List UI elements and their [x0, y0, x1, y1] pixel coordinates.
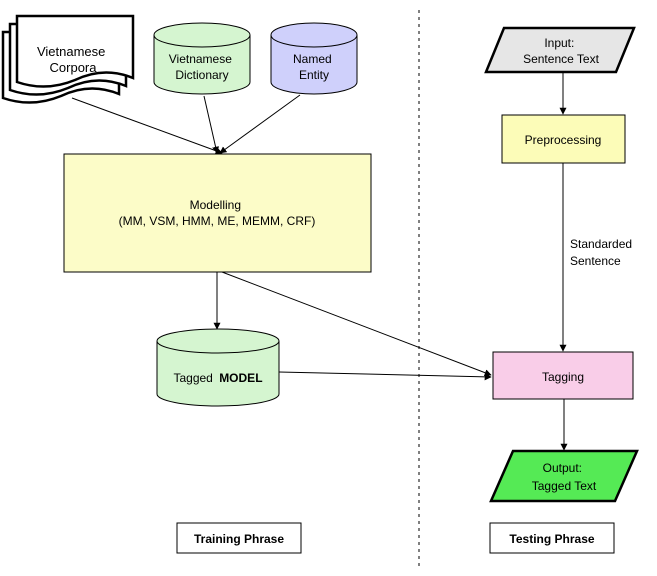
edge-modelling-to-tagging — [221, 271, 492, 377]
svg-text:Input: Sentence Text: Input: Sentence Text — [523, 36, 599, 66]
input-label-line1: Input: — [544, 36, 574, 50]
input-node[interactable]: Input: Sentence Text — [484, 26, 636, 74]
named-entity-label-line1: Named — [293, 52, 332, 66]
vietnamese-corpora-node[interactable]: Vietnamese Corpora — [1, 14, 135, 104]
svg-text:Modelling (MM, VSM, HMM,: Modelling (MM, VSM, HMM, ME, MEMM, CRF) — [119, 198, 316, 228]
corpora-label-line1: Vietnamese — [37, 44, 105, 59]
dictionary-label-line1: Vietnamese — [169, 52, 232, 66]
training-phase-label: Training Phrase — [176, 522, 302, 554]
tagged-model-node[interactable]: Tagged MODEL — [156, 328, 280, 407]
named-entity-node[interactable]: Named Entity — [270, 22, 358, 95]
training-phase-text: Training Phrase — [194, 532, 284, 546]
input-label-line2: Sentence Text — [523, 52, 599, 66]
dictionary-label-line2: Dictionary — [175, 68, 228, 82]
modelling-node[interactable]: Modelling (MM, VSM, HMM, ME, MEMM, CRF) — [63, 153, 372, 273]
edge-tagged-model-to-tagging — [278, 371, 492, 381]
svg-text:Vietnamese Dictionary: Vietnamese Dictionary — [169, 52, 236, 82]
modelling-label-line1: Modelling — [190, 198, 241, 212]
tagging-label: Tagging — [542, 370, 584, 384]
svg-text:Named Entity: Named Entity — [293, 52, 335, 82]
svg-text:Vietnamese Corpora: Vietnamese Corpora — [37, 44, 109, 75]
output-label-line1: Output: — [543, 461, 582, 475]
modelling-label-line2: (MM, VSM, HMM, ME, MEMM, CRF) — [119, 214, 316, 228]
edge-label-line1: Standarded — [570, 237, 632, 251]
svg-text:Standarded Sentence: Standarded Sentence — [570, 237, 635, 268]
preprocessing-node[interactable]: Preprocessing — [501, 114, 626, 164]
named-entity-label-line2: Entity — [299, 68, 329, 82]
output-node[interactable]: Output: Tagged Text — [489, 449, 639, 503]
tagged-model-label-bold: MODEL — [219, 371, 262, 385]
edge-named-entity-to-modelling — [219, 94, 301, 154]
tagging-node[interactable]: Tagging — [492, 351, 634, 400]
testing-phase-label: Testing Phrase — [489, 522, 615, 554]
edge-corpora-to-modelling — [71, 97, 223, 155]
preprocessing-label: Preprocessing — [525, 133, 602, 147]
output-label-line2: Tagged Text — [532, 479, 597, 493]
corpora-label-line2: Corpora — [50, 60, 98, 75]
testing-phase-text: Testing Phrase — [509, 532, 594, 546]
vietnamese-dictionary-node[interactable]: Vietnamese Dictionary — [153, 22, 251, 95]
svg-text:Output: Tagged Text: Output: Tagged Text — [532, 461, 597, 493]
svg-text:Tagged MODEL: Tagged MODEL — [173, 371, 262, 385]
tagged-model-label-prefix: Tagged — [173, 371, 212, 385]
edge-label-line2: Sentence — [570, 254, 621, 268]
edge-dictionary-to-modelling — [203, 95, 220, 154]
